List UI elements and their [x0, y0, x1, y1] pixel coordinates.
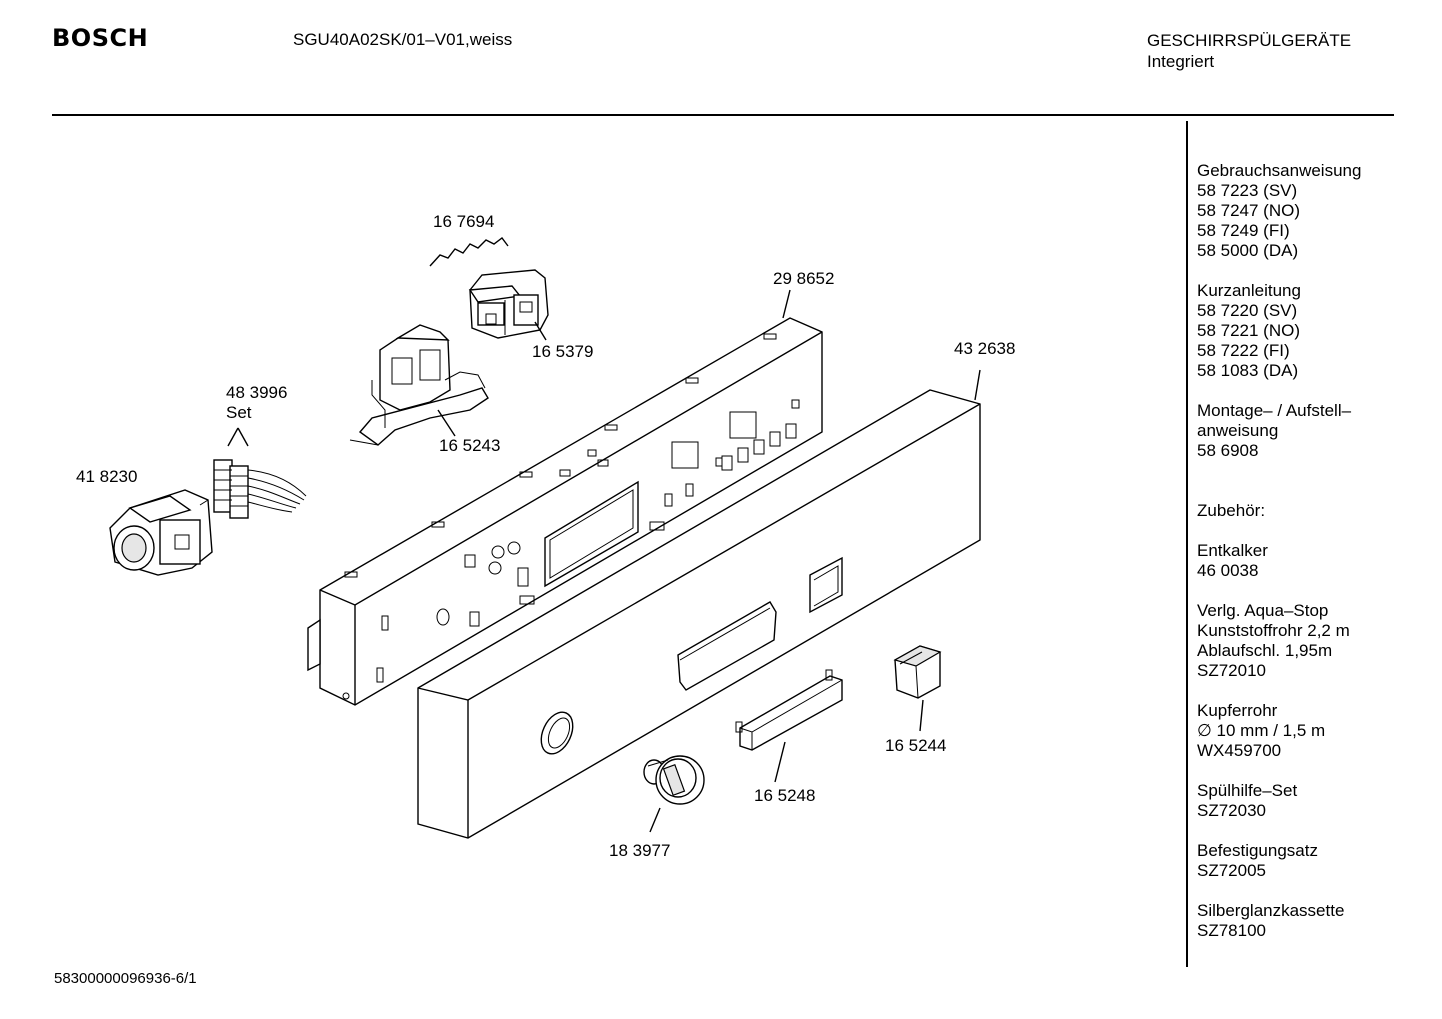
sidebar-line: 58 7223 (SV) — [1197, 181, 1298, 200]
part-label-418230: 41 8230 — [76, 467, 138, 486]
category-line-2: Integriert — [1147, 52, 1215, 71]
part-label-183977: 18 3977 — [609, 841, 671, 860]
group-spuelhilfe-set: Spülhilfe–Set SZ72030 — [1197, 781, 1361, 821]
trim-strip-drawing — [735, 669, 843, 751]
model-number: SGU40A02SK/01–V01,weiss — [293, 30, 513, 49]
sidebar-line: Kunststoffrohr 2,2 m — [1197, 621, 1350, 640]
exploded-parts-diagram — [109, 237, 981, 839]
selector-switch-drawing — [109, 489, 213, 576]
connector-set-drawing — [213, 459, 307, 519]
sidebar-line: SZ78100 — [1197, 921, 1266, 940]
sidebar-divider — [1186, 121, 1188, 967]
sidebar-line: Montage– / Aufstell– — [1197, 401, 1352, 420]
part-label-298652: 29 8652 — [773, 269, 835, 288]
leader-lines — [227, 289, 981, 833]
control-panel-frame-drawing — [307, 317, 823, 706]
switch-housing-drawing — [349, 324, 489, 446]
sidebar-line: SZ72010 — [1197, 661, 1266, 680]
part-label-165243: 16 5243 — [439, 436, 501, 455]
sidebar-line: Silberglanzkassette — [1197, 901, 1345, 920]
sidebar-line: SZ72030 — [1197, 801, 1266, 820]
sidebar-line: 58 7222 (FI) — [1197, 341, 1290, 360]
sidebar-line: 58 7221 (NO) — [1197, 321, 1300, 340]
documentation-sidebar: Gebrauchsanweisung 58 7223 (SV) 58 7247 … — [1197, 161, 1361, 961]
spring-clip-drawing — [429, 237, 509, 267]
sidebar-line: Kupferrohr — [1197, 701, 1278, 720]
part-label-483996-set: Set — [226, 403, 252, 422]
sidebar-line: Befestigungsatz — [1197, 841, 1318, 860]
switch-block-drawing — [468, 269, 549, 339]
sidebar-line: Kurzanleitung — [1197, 281, 1301, 300]
sidebar-line: 58 7220 (SV) — [1197, 301, 1298, 320]
sidebar-line: 58 7247 (NO) — [1197, 201, 1300, 220]
part-label-165244: 16 5244 — [885, 736, 947, 755]
sidebar-line: SZ72005 — [1197, 861, 1266, 880]
part-label-483996: 48 3996 — [226, 383, 288, 402]
group-aqua-stop: Verlg. Aqua–Stop Kunststoffrohr 2,2 m Ab… — [1197, 601, 1361, 681]
front-fascia-drawing — [417, 389, 981, 839]
document-id: 58300000096936-6/1 — [54, 970, 197, 987]
sidebar-line: 46 0038 — [1197, 561, 1259, 580]
part-label-165248: 16 5248 — [754, 786, 816, 805]
sidebar-line: Gebrauchsanweisung — [1197, 161, 1362, 180]
sidebar-line: anweisung — [1197, 421, 1279, 440]
group-kupferrohr: Kupferrohr ∅ 10 mm / 1,5 m WX459700 — [1197, 701, 1361, 761]
group-befestigungsatz: Befestigungsatz SZ72005 — [1197, 841, 1361, 881]
group-zubehoer-heading: Zubehör: — [1197, 501, 1361, 521]
group-gebrauchsanweisung: Gebrauchsanweisung 58 7223 (SV) 58 7247 … — [1197, 161, 1361, 261]
brand-logo: BOSCH — [52, 24, 149, 52]
group-silberglanzkassette: Silberglanzkassette SZ78100 — [1197, 901, 1361, 941]
part-label-165379: 16 5379 — [532, 342, 594, 361]
group-kurzanleitung: Kurzanleitung 58 7220 (SV) 58 7221 (NO) … — [1197, 281, 1361, 381]
sidebar-line: Entkalker — [1197, 541, 1268, 560]
knob-drawing — [643, 755, 705, 805]
sidebar-line: Spülhilfe–Set — [1197, 781, 1298, 800]
sidebar-line: 58 5000 (DA) — [1197, 241, 1299, 260]
sidebar-line: WX459700 — [1197, 741, 1282, 760]
group-montageanweisung: Montage– / Aufstell– anweisung 58 6908 — [1197, 401, 1361, 461]
category-heading: GESCHIRRSPÜLGERÄTE Integriert — [1147, 30, 1351, 72]
header-rule — [52, 114, 1394, 116]
push-button-drawing — [893, 645, 942, 699]
sidebar-line: 58 7249 (FI) — [1197, 221, 1290, 240]
part-label-432638: 43 2638 — [954, 339, 1016, 358]
sidebar-line: 58 1083 (DA) — [1197, 361, 1299, 380]
sidebar-line: Ablaufschl. 1,95m — [1197, 641, 1333, 660]
category-line-1: GESCHIRRSPÜLGERÄTE — [1147, 31, 1352, 50]
sidebar-line: ∅ 10 mm / 1,5 m — [1197, 721, 1326, 740]
group-entkalker: Entkalker 46 0038 — [1197, 541, 1361, 581]
sidebar-line: Zubehör: — [1197, 501, 1266, 520]
sidebar-line: 58 6908 — [1197, 441, 1259, 460]
sidebar-line: Verlg. Aqua–Stop — [1197, 601, 1329, 620]
part-label-167694: 16 7694 — [433, 212, 495, 231]
